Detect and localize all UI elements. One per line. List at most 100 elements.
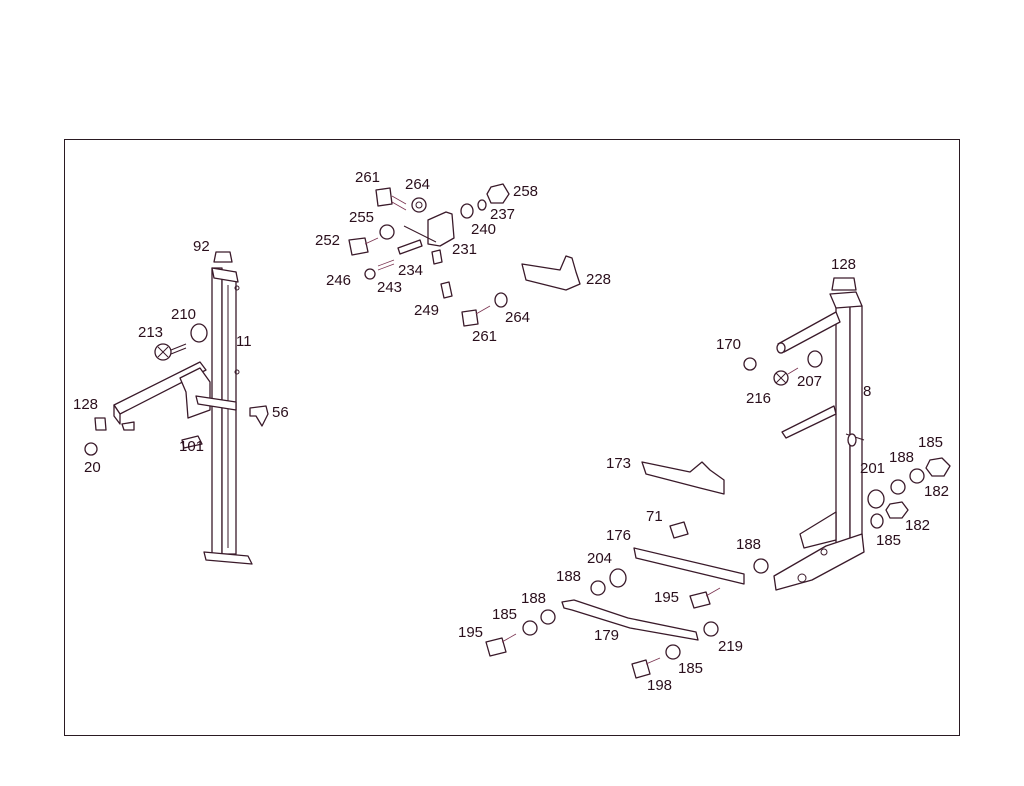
callout-label: 128 [73, 396, 98, 413]
bottom-cluster [485, 521, 769, 679]
callout-label: 204 [587, 550, 612, 567]
spacer-204 [609, 568, 627, 588]
washer-264-top [411, 197, 427, 213]
washer-188-low [540, 609, 556, 625]
bracket-231 [427, 211, 455, 247]
washer-219 [703, 621, 719, 637]
callout-label: 258 [513, 183, 538, 200]
nut-258 [486, 183, 510, 204]
callout-label: 243 [377, 279, 402, 296]
washer-188-mid [753, 558, 769, 574]
callout-label: 252 [315, 232, 340, 249]
callout-label: 234 [398, 262, 423, 279]
washer-185-lower [870, 513, 884, 529]
callout-label: 207 [797, 373, 822, 390]
part-92 [213, 251, 233, 263]
bar-176 [633, 547, 745, 585]
part-128-right [831, 277, 857, 291]
right-stand-part [773, 291, 865, 591]
callout-label: 179 [594, 627, 619, 644]
bracket-173 [641, 461, 725, 495]
part-20 [84, 442, 98, 456]
callout-label: 176 [606, 527, 631, 544]
small-parts-left [84, 251, 269, 456]
part-246 [364, 268, 376, 280]
callout-label: 255 [349, 209, 374, 226]
part-101 [181, 435, 203, 449]
washer-188-right [890, 479, 906, 495]
callout-label: 101 [179, 438, 204, 455]
callout-label: 185 [876, 532, 901, 549]
callout-label: 128 [831, 256, 856, 273]
spring-234 [397, 239, 423, 255]
callout-label: 240 [471, 221, 496, 238]
washer-188-left [590, 580, 606, 596]
callout-label: 249 [414, 302, 439, 319]
left-stand-part [113, 267, 253, 565]
washer-264-bottom [494, 292, 508, 308]
bolt-195-left [485, 637, 507, 657]
callout-label: 11 [236, 333, 252, 350]
part-207 [807, 350, 823, 368]
callout-label: 173 [606, 455, 631, 472]
callout-label: 56 [272, 404, 289, 421]
washer-240 [460, 203, 474, 219]
callout-label: 201 [860, 460, 885, 477]
small-parts-right [641, 277, 951, 529]
part-210 [190, 323, 208, 343]
callout-label: 195 [654, 589, 679, 606]
bolt-261-top [375, 187, 393, 207]
callout-label: 198 [647, 677, 672, 694]
washer-255 [379, 224, 395, 240]
washer-185-low [522, 620, 538, 636]
callout-label: 188 [556, 568, 581, 585]
callout-label: 210 [171, 306, 196, 323]
pin-249 [440, 281, 453, 299]
washer-185-bottom [665, 644, 681, 660]
bolt-252 [348, 237, 369, 256]
nut-182-top [925, 457, 951, 477]
bracket-228 [521, 255, 581, 291]
callout-label: 231 [452, 241, 477, 258]
washer-185-right [909, 468, 925, 484]
part-128-left [94, 417, 107, 431]
nut-182-bottom [885, 501, 909, 519]
callout-label: 261 [355, 169, 380, 186]
bolt-198 [631, 659, 651, 679]
spacer-201 [867, 489, 885, 509]
top-cluster [348, 183, 581, 327]
callout-label: 20 [84, 459, 101, 476]
strut-179 [561, 599, 699, 641]
callout-label: 216 [746, 390, 771, 407]
callout-label: 188 [521, 590, 546, 607]
callout-label: 182 [924, 483, 949, 500]
diagram-frame [64, 139, 960, 736]
part-56 [249, 405, 269, 427]
callout-label: 195 [458, 624, 483, 641]
callout-label: 264 [505, 309, 530, 326]
callout-label: 264 [405, 176, 430, 193]
callout-label: 185 [918, 434, 943, 451]
callout-label: 71 [646, 508, 663, 525]
callout-label: 228 [586, 271, 611, 288]
callout-labels: 261 264 258 237 255 240 252 231 234 246 … [73, 169, 949, 694]
callout-label: 182 [905, 517, 930, 534]
part-170 [743, 357, 757, 371]
callout-label: 185 [492, 606, 517, 623]
washer-237 [477, 199, 487, 211]
bolt-261-bottom [461, 309, 479, 327]
callout-label: 188 [736, 536, 761, 553]
callout-label: 219 [718, 638, 743, 655]
callout-label: 237 [490, 206, 515, 223]
callout-label: 188 [889, 449, 914, 466]
bolt-195-right [689, 591, 711, 609]
callout-label: 92 [193, 238, 210, 255]
part-71 [669, 521, 689, 539]
callout-label: 185 [678, 660, 703, 677]
callout-label: 170 [716, 336, 741, 353]
callout-label: 246 [326, 272, 351, 289]
callout-label: 8 [863, 383, 871, 400]
callout-label: 261 [472, 328, 497, 345]
callout-label: 213 [138, 324, 163, 341]
